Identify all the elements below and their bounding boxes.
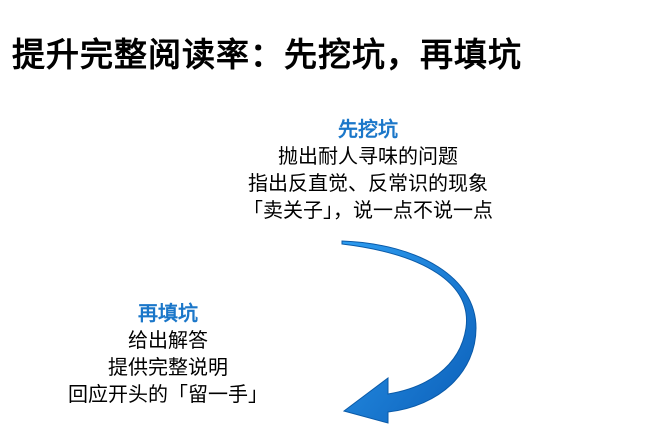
curved-arrow-icon <box>341 240 477 424</box>
dig-hole-line-1: 抛出耐人寻味的问题 <box>278 144 458 168</box>
fill-hole-heading: 再填坑 <box>138 301 198 325</box>
dig-hole-heading: 先挖坑 <box>338 117 398 141</box>
curved-arrow-body <box>341 240 477 424</box>
dig-hole-line-3: 「卖关子」，说一点不说一点 <box>243 198 493 222</box>
fill-hole-line-1: 给出解答 <box>128 328 208 352</box>
page-title: 提升完整阅读率：先挖坑，再填坑 <box>12 35 522 74</box>
fill-hole-block: 再填坑 给出解答 提供完整说明 回应开头的「留一手」 <box>0 300 336 408</box>
dig-hole-block: 先挖坑 抛出耐人寻味的问题 指出反直觉、反常识的现象 「卖关子」，说一点不说一点 <box>200 116 536 224</box>
dig-hole-line-2: 指出反直觉、反常识的现象 <box>248 171 488 195</box>
fill-hole-line-3: 回应开头的「留一手」 <box>68 382 268 406</box>
fill-hole-line-2: 提供完整说明 <box>108 355 228 379</box>
